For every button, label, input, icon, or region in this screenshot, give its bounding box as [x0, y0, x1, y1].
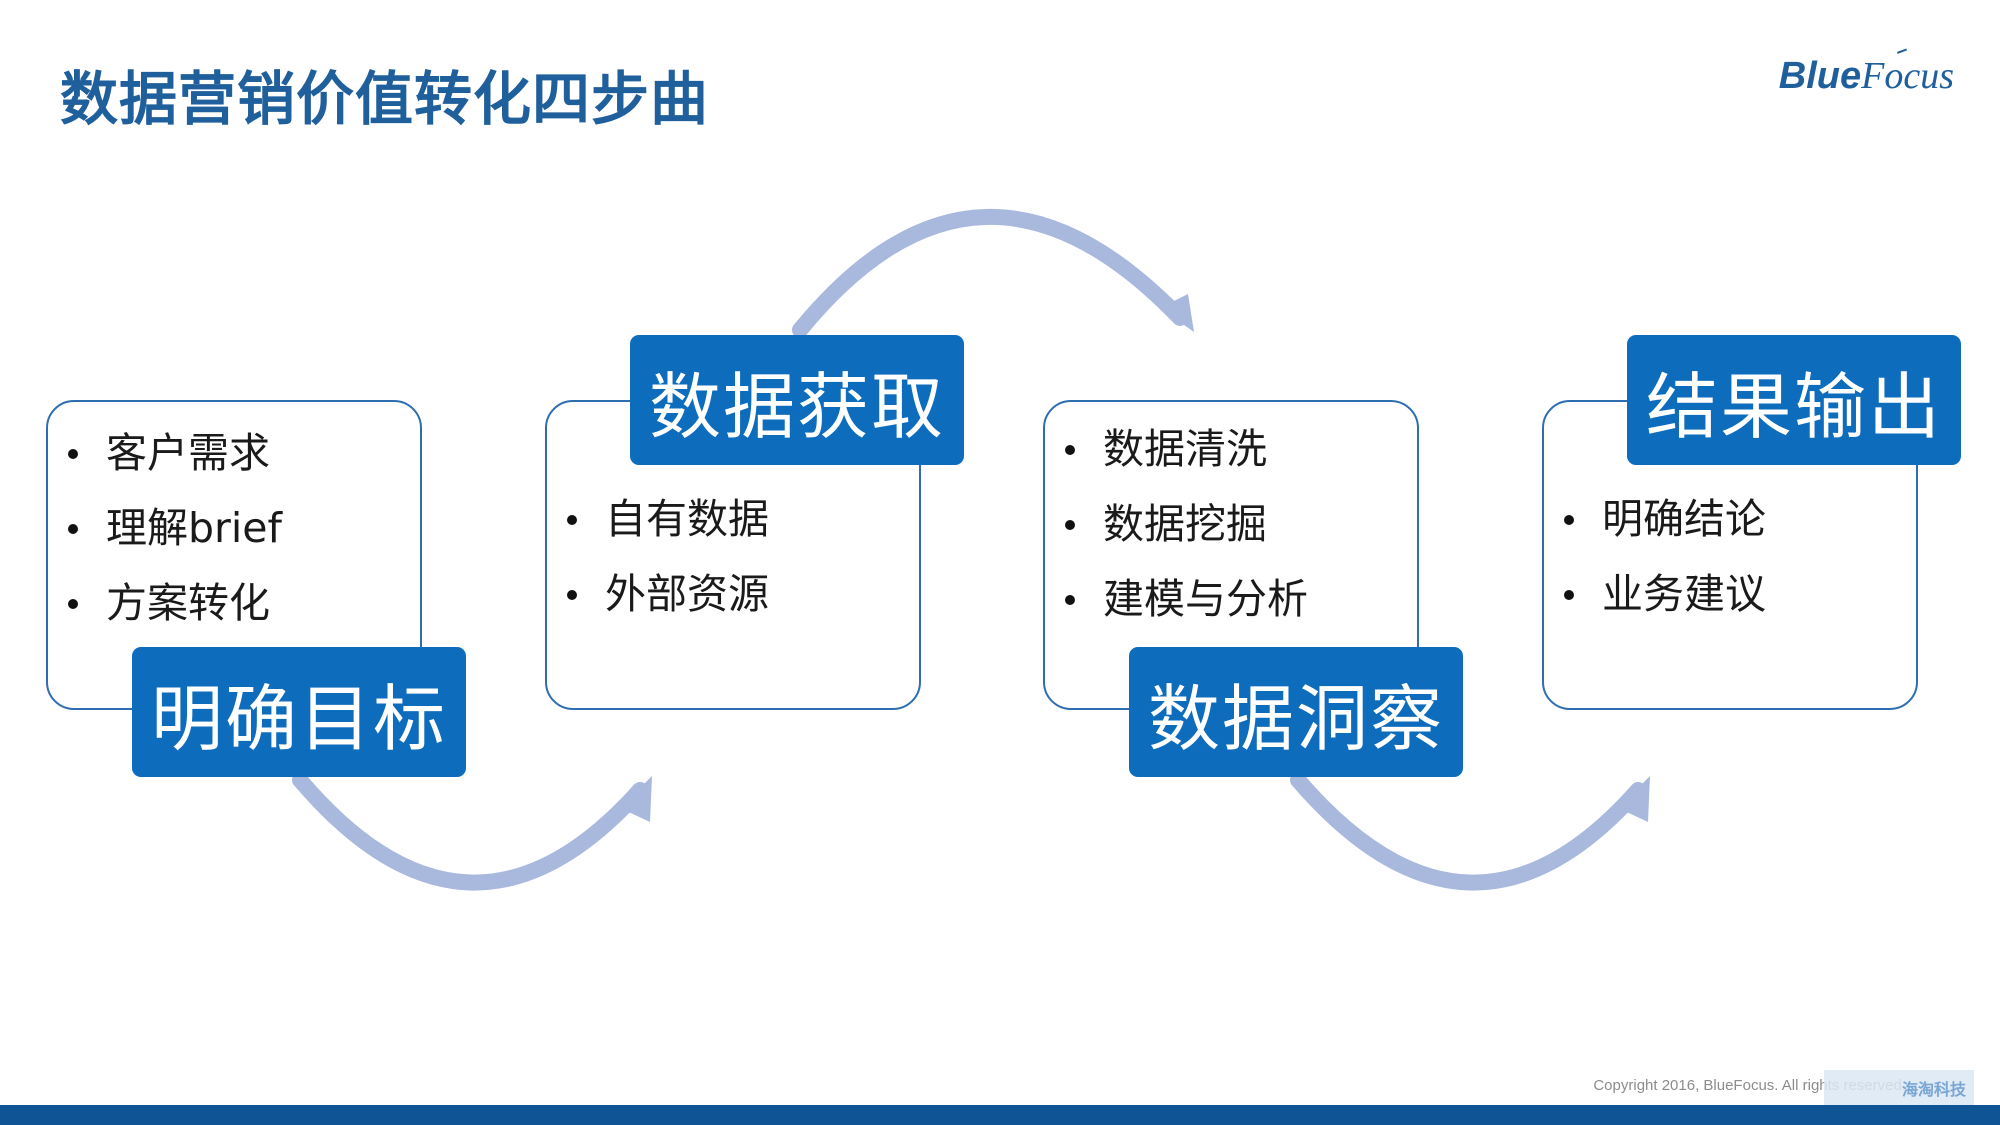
- list-item: 理解brief: [68, 491, 282, 566]
- list-item: 方案转化: [68, 566, 282, 641]
- step-label-4: 结果输出: [1627, 335, 1961, 465]
- step-3-list: 数据清洗 数据挖掘 建模与分析: [1065, 412, 1308, 637]
- step-4-list: 明确结论 业务建议: [1564, 482, 1766, 632]
- arrow-head-2: [1160, 294, 1194, 332]
- bullet-dot: [1065, 519, 1075, 530]
- list-item: 自有数据: [567, 482, 769, 557]
- step-label-1: 明确目标: [132, 647, 466, 777]
- list-item: 明确结论: [1564, 482, 1766, 557]
- watermark-logo: 海淘科技: [1824, 1070, 1974, 1106]
- slide-title: 数据营销价值转化四步曲: [60, 65, 710, 133]
- bullet-dot: [567, 589, 577, 600]
- bullet-dot: [1065, 594, 1075, 605]
- bullet-dot: [567, 514, 577, 525]
- step-label-3: 数据洞察: [1129, 647, 1463, 777]
- list-item: 数据清洗: [1065, 412, 1308, 487]
- step-1-list: 客户需求 理解brief 方案转化: [68, 416, 282, 641]
- list-item: 外部资源: [567, 557, 769, 632]
- bullet-dot: [1065, 444, 1075, 455]
- bullet-dot: [1564, 589, 1574, 600]
- bullet-dot: [68, 448, 78, 459]
- list-item: 建模与分析: [1065, 562, 1308, 637]
- arrow-2-to-3: [792, 208, 1188, 338]
- footer-bar: [0, 1105, 2000, 1125]
- arrow-head-3: [1618, 776, 1650, 822]
- step-2-list: 自有数据 外部资源: [567, 482, 769, 632]
- arrow-1-to-2: [292, 772, 648, 891]
- list-item: 业务建议: [1564, 557, 1766, 632]
- bullet-dot: [68, 523, 78, 534]
- bullet-dot: [68, 598, 78, 609]
- list-item: 客户需求: [68, 416, 282, 491]
- step-label-2: 数据获取: [630, 335, 964, 465]
- bluefocus-logo: BlueFocus: [1779, 54, 1954, 98]
- bullet-dot: [1564, 514, 1574, 525]
- arrow-head-1: [620, 776, 652, 822]
- arrow-3-to-4: [1290, 772, 1646, 891]
- logo-part1: Blue: [1778, 55, 1862, 97]
- logo-part2: Focus: [1861, 55, 1954, 97]
- list-item: 数据挖掘: [1065, 487, 1308, 562]
